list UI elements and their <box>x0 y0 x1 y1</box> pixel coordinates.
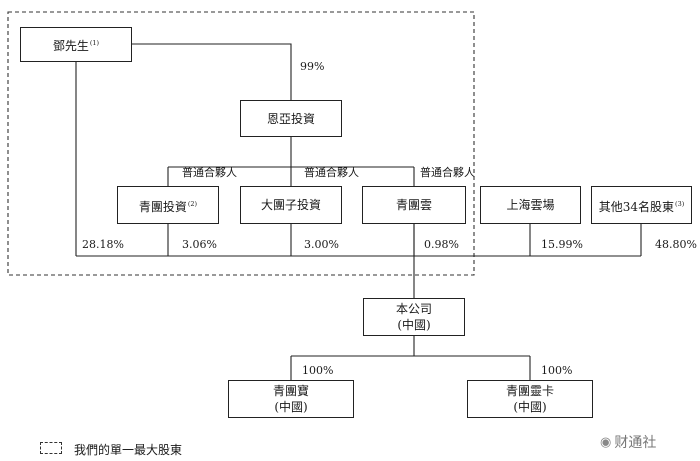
entity-qingtuanbao-name: 青團寶 <box>272 384 309 398</box>
legend-text: 我們的單一最大股東 <box>74 443 183 457</box>
note-1: (1) <box>89 39 100 47</box>
note-2: (2) <box>187 199 198 208</box>
entity-datuanzi-name: 大團子投資 <box>260 198 321 212</box>
entity-qingtuanyun: 青團雲 <box>362 186 466 224</box>
legend-dashed-swatch <box>40 442 62 454</box>
entity-datuanzi: 大團子投資 <box>240 186 342 224</box>
entity-qingtuanlingka-name: 青團靈卡 <box>505 384 554 398</box>
gp-label-qingtuanyun: 普通合夥人 <box>420 166 475 179</box>
entity-company-name: 本公司 <box>395 302 432 316</box>
pct-qingtuan-invest: 3.06% <box>182 238 217 251</box>
entity-company: 本公司 (中國) <box>363 298 465 336</box>
pct-qingtuanbao: 100% <box>302 364 334 377</box>
pct-qingtuanlingka: 100% <box>541 364 573 377</box>
entity-qingtuanbao-sub: (中國) <box>274 400 308 414</box>
entity-enya-name: 恩亞投資 <box>266 111 315 126</box>
entity-qingtuanbao: 青團寶 (中國) <box>228 380 354 418</box>
entity-other-shareholders-name: 其他34名股東 <box>598 199 675 214</box>
gp-label-qingtuan-invest: 普通合夥人 <box>182 166 237 179</box>
entity-qingtuanyun-name: 青團雲 <box>395 198 432 212</box>
entity-shanghai-yunchang-name: 上海雲場 <box>506 198 555 212</box>
entity-qingtuan-invest: 青團投資(2) <box>117 186 219 224</box>
entity-deng: 鄧先生(1) <box>20 27 132 62</box>
watermark-text: 财通社 <box>614 435 657 451</box>
entity-qingtuanlingka: 青團靈卡 (中國) <box>467 380 593 418</box>
entity-shanghai-yunchang: 上海雲場 <box>480 186 581 224</box>
note-3: (3) <box>675 199 685 208</box>
largest-shareholder-boundary <box>7 11 475 276</box>
pct-shanghai-yunchang: 15.99% <box>541 238 583 251</box>
entity-other-shareholders: 其他34名股東(3) <box>591 186 692 224</box>
pct-qingtuanyun: 0.98% <box>424 238 459 251</box>
pct-deng: 28.18% <box>82 238 124 251</box>
watermark: ◉ 财通社 <box>600 432 656 452</box>
pct-datuanzi: 3.00% <box>304 238 339 251</box>
entity-qingtuanlingka-sub: (中國) <box>513 400 547 414</box>
entity-company-sub: (中國) <box>397 318 431 332</box>
deng-to-enya-line <box>132 43 292 100</box>
entity-deng-name: 鄧先生 <box>52 39 89 53</box>
pct-other-shareholders: 48.80% <box>655 238 697 251</box>
pct-deng-to-enya: 99% <box>300 60 325 73</box>
entity-qingtuan-invest-name: 青團投資 <box>138 199 187 214</box>
entity-enya: 恩亞投資 <box>240 100 342 137</box>
weibo-icon: ◉ <box>600 434 612 450</box>
gp-label-datuanzi: 普通合夥人 <box>304 166 359 179</box>
